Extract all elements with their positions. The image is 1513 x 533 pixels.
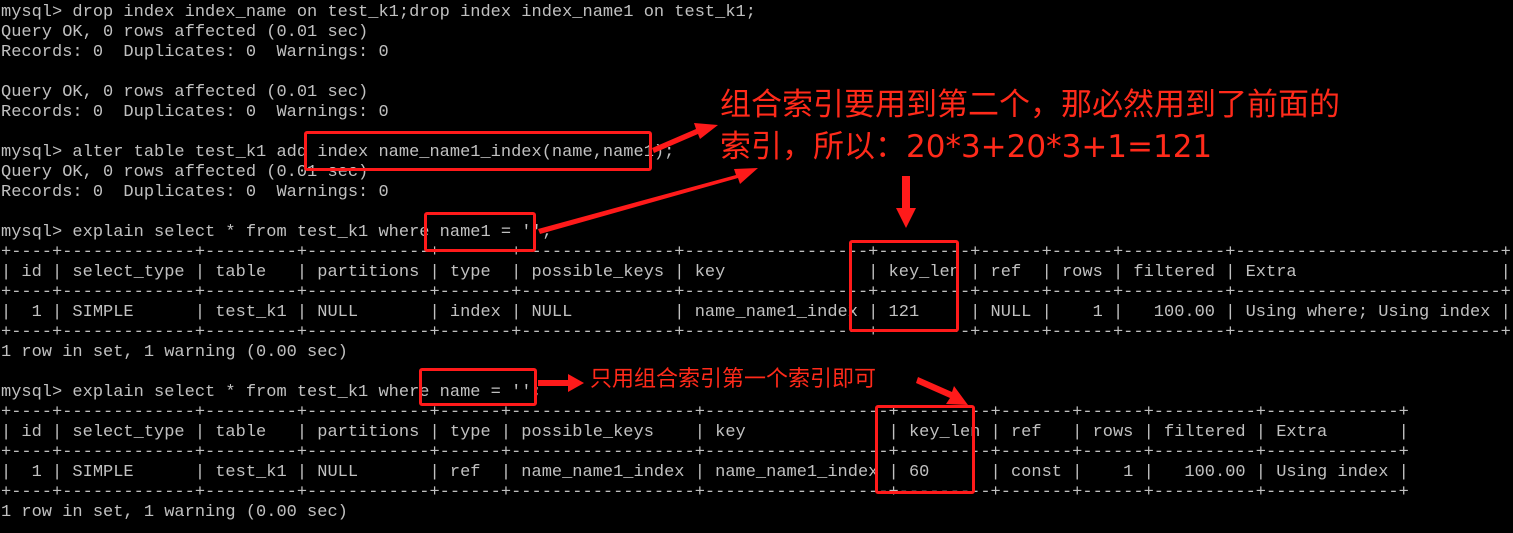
explanation-line-2: 索引，所以：20*3+20*3+1=121: [720, 129, 1213, 165]
terminal-line: +----+-------------+---------+----------…: [1, 443, 1409, 462]
terminal-line: | id | select_type | table | partitions …: [1, 263, 1511, 282]
terminal-line: Records: 0 Duplicates: 0 Warnings: 0: [1, 43, 389, 62]
terminal-line: 1 row in set, 1 warning (0.00 sec): [1, 343, 348, 362]
terminal-line: Records: 0 Duplicates: 0 Warnings: 0: [1, 183, 389, 202]
arrow-down-key-len-121: [896, 176, 916, 228]
terminal-line: mysql> explain select * from test_k1 whe…: [1, 383, 542, 402]
terminal-line: mysql> explain select * from test_k1 whe…: [1, 223, 552, 242]
terminal-line: +----+-------------+---------+----------…: [1, 403, 1409, 422]
first-column-note: 只用组合索引第一个索引即可: [590, 367, 877, 392]
highlight-key-len-121: [849, 240, 959, 332]
terminal-line: Query OK, 0 rows affected (0.01 sec): [1, 23, 369, 42]
terminal-line: | 1 | SIMPLE | test_k1 | NULL | index | …: [1, 303, 1511, 322]
terminal-line: mysql> drop index index_name on test_k1;…: [1, 3, 756, 22]
arrow-name-condition: [538, 374, 584, 392]
arrow-name1-condition: [538, 168, 758, 234]
key-len-explanation-note: 组合索引要用到第二个，那必然用到了前面的 索引，所以：20*3+20*3+1=1…: [720, 84, 1340, 168]
terminal-line: +----+-------------+---------+----------…: [1, 243, 1511, 262]
terminal-line: +----+-------------+---------+----------…: [1, 323, 1511, 342]
terminal-line: Query OK, 0 rows affected (0.01 sec): [1, 163, 369, 182]
highlight-where-name1: [424, 212, 536, 252]
terminal-line: +----+-------------+---------+----------…: [1, 283, 1511, 302]
terminal-line: mysql> alter table test_k1 add index nam…: [1, 143, 675, 162]
explanation-line-1: 组合索引要用到第二个，那必然用到了前面的: [720, 87, 1340, 123]
terminal-line: 1 row in set, 1 warning (0.00 sec): [1, 503, 348, 522]
terminal-line: | id | select_type | table | partitions …: [1, 423, 1409, 442]
arrow-to-key-len-60: [916, 377, 968, 405]
terminal-line: Query OK, 0 rows affected (0.01 sec): [1, 83, 369, 102]
terminal-line: | 1 | SIMPLE | test_k1 | NULL | ref | na…: [1, 463, 1409, 482]
terminal-line: +----+-------------+---------+----------…: [1, 483, 1409, 502]
highlight-key-len-60: [875, 405, 975, 494]
terminal-line: Records: 0 Duplicates: 0 Warnings: 0: [1, 103, 389, 122]
highlight-where-name: [419, 368, 537, 406]
highlight-index-definition: [304, 131, 652, 171]
arrow-to-explanation-note: [652, 123, 718, 153]
